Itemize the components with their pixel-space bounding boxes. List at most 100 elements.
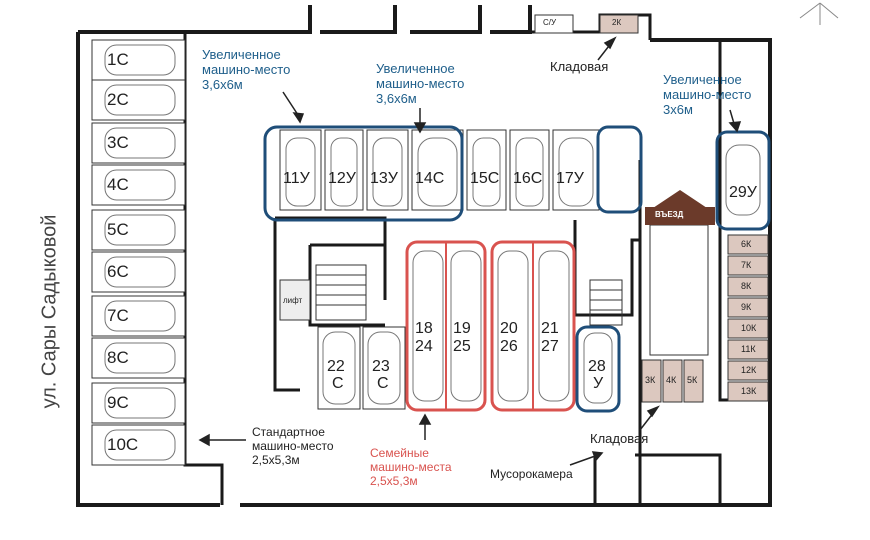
center-spots [317,250,613,410]
spot-29-frame [715,130,771,231]
storage-small-3 [683,359,704,403]
left-spot-car-8 [104,342,176,374]
spot-29-car [725,144,761,216]
spot-28-num: 28 [588,358,606,375]
left-spot-label-9: 9С [107,393,129,412]
top-spot-label-1: 11У [283,170,310,187]
storage-2k-label: 2К [612,18,622,27]
left-spot-10 [91,424,186,466]
left-spot-label-8: 8С [107,348,129,367]
family-spot-bottom-4: 27 [541,338,559,355]
entrance-label: ВЪЕЗД [655,210,684,219]
family-spot-top-4: 21 [541,320,559,337]
storage-right-label-5: 10К [741,323,757,333]
family-spot-car-4 [538,250,570,402]
storage-su-label: С/У [543,18,557,27]
left-spot-6 [91,251,186,293]
top-spot-car-5 [472,137,501,207]
storage-right-label-3: 8К [741,281,752,291]
storage-right-4 [727,297,769,318]
top-spot-car-3 [372,137,403,207]
spot-28-letter: У [593,375,604,392]
spot-28-frame [575,325,621,413]
storage-su [534,14,574,34]
center-spot-car-2 [367,331,401,405]
top-spot-label-6: 16С [513,170,543,187]
left-spot-car-1 [104,44,176,76]
left-spot-3 [91,122,186,164]
storage-small-2 [662,359,683,403]
center-spot-1 [317,326,361,410]
left-spot-label-5: 5С [107,220,129,239]
family-spot-top-2: 19 [453,320,471,337]
compass-icon [799,2,839,25]
pointer-arrows [198,36,742,466]
family-spot-bottom-3: 26 [500,338,518,355]
family-spot-top-1: 18 [415,320,433,337]
label-storage-top: Кладовая [550,59,609,74]
storage-small-label-1: 3К [645,375,656,385]
top-spot-label-3: 13У [370,170,398,187]
center-spot-2 [362,326,406,410]
storage-right-label-6: 11К [741,344,756,354]
storage-2k [599,14,639,34]
center-spot-car-1 [322,331,356,405]
storage-right-8 [727,381,769,402]
left-spot-car-3 [104,127,176,159]
storage-small-label-3: 5К [687,375,698,385]
top-spot-car-2 [330,137,358,207]
storage-right-5 [727,318,769,339]
left-spot-2 [91,79,186,121]
storage-right-label-1: 6К [741,239,752,249]
family-spot-car-3 [497,250,529,402]
left-spot-5 [91,209,186,251]
storage-right-label-7: 12К [741,365,757,375]
storage-right-1 [727,234,769,255]
top-spot-car-6 [515,137,544,207]
left-spot-7 [91,295,186,337]
left-spot-car-10 [104,429,176,461]
center-spot-letter-2: С [377,375,389,392]
top-spot-label-2: 12У [328,170,356,187]
top-spot-car-4 [417,137,458,207]
left-spot-car-6 [104,256,176,288]
storage-right-3 [727,276,769,297]
left-spot-9 [91,382,186,424]
storage-right-7 [727,360,769,381]
storage-right-6 [727,339,769,360]
enlarged-group-frame [263,125,464,222]
storage-small-label-2: 4К [666,375,677,385]
spot-17-frame [596,125,643,214]
lift-box [279,279,311,321]
street-label: ул. Сары Садыковой [38,214,61,409]
storage-small-row [641,359,704,403]
top-spot-car-1 [285,137,316,207]
left-spot-car-5 [104,214,176,246]
left-spot-car-7 [104,300,176,332]
left-spot-label-3: 3С [107,133,129,152]
storage-right-2 [727,255,769,276]
storage-right-label-4: 9К [741,302,752,312]
storage-right-label-8: 13К [741,386,757,396]
family-spot-car-1 [412,250,444,402]
left-spots [91,39,186,466]
left-spot-label-2: 2С [107,90,129,109]
spot-28-car [583,332,613,404]
top-spot-label-5: 15С [470,170,500,187]
label-storage-bottom: Кладовая [590,431,649,446]
left-spot-label-7: 7С [107,306,129,325]
left-spot-1 [91,39,186,81]
left-spot-8 [91,337,186,379]
entrance-arrow [650,190,710,210]
family-spot-top-3: 20 [500,320,518,337]
entrance-plate [645,207,715,225]
left-spot-label-4: 4С [107,175,129,194]
family-spot-bottom-1: 24 [415,338,433,355]
family-spot-car-2 [450,250,482,402]
left-spot-label-10: 10С [107,435,139,454]
label-garbage: Мусорокамера [490,467,573,481]
